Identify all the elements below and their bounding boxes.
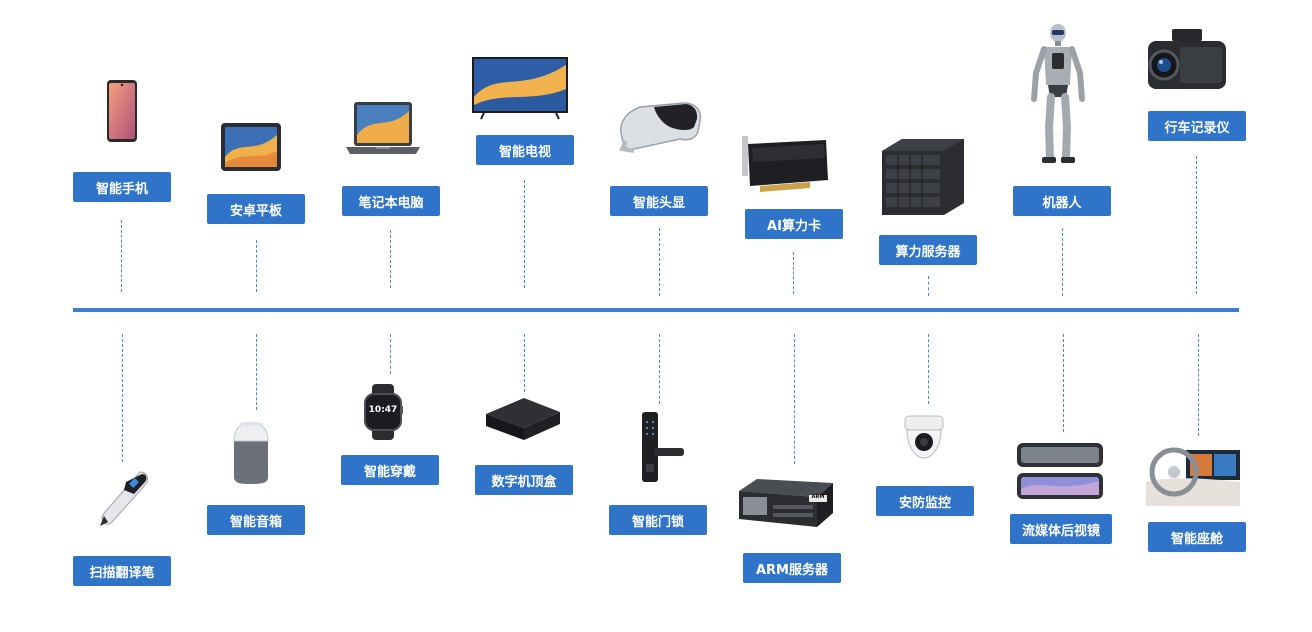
item-label-scan-pen: 扫描翻译笔 <box>73 556 171 586</box>
connector-line <box>1196 156 1197 294</box>
laptop-icon <box>346 102 420 154</box>
connector-line <box>1198 334 1199 436</box>
item-label-door-lock: 智能门锁 <box>609 505 707 535</box>
item-label-arm-server: ARM服务器 <box>743 553 841 583</box>
item-label-smart-cockpit: 智能座舱 <box>1148 522 1246 552</box>
set-top-box-icon <box>486 398 560 440</box>
item-label-rearview-mirror: 流媒体后视镜 <box>1010 514 1112 544</box>
connector-line <box>256 334 257 410</box>
connector-line <box>659 334 660 404</box>
item-label-laptop: 笔记本电脑 <box>342 186 440 216</box>
android-tablet-icon <box>221 123 281 171</box>
compute-server-icon <box>882 139 964 215</box>
connector-line <box>1063 334 1064 432</box>
connector-line <box>793 252 794 294</box>
connector-line <box>122 334 123 462</box>
connector-line <box>390 334 391 374</box>
dashcam-icon <box>1148 29 1226 89</box>
connector-line <box>928 334 929 404</box>
watch-time-text: 10:47 <box>368 405 398 415</box>
ai-accelerator-card-icon <box>742 136 828 192</box>
timeline-axis <box>73 308 1239 312</box>
server-brand-text: ARM <box>811 494 825 500</box>
vr-headset-icon <box>619 102 702 153</box>
item-label-smartphone: 智能手机 <box>73 172 171 202</box>
item-label-vr-headset: 智能头显 <box>610 186 708 216</box>
connector-line <box>659 228 660 296</box>
connector-line <box>121 220 122 292</box>
smartphone-icon <box>107 80 137 142</box>
item-label-smart-speaker: 智能音箱 <box>207 505 305 535</box>
connector-line <box>1062 228 1063 296</box>
connector-line <box>390 230 391 288</box>
streaming-rearview-mirror-icon <box>1017 443 1103 499</box>
connector-line <box>794 334 795 464</box>
item-label-smartwatch: 智能穿戴 <box>341 455 439 485</box>
smart-tv-icon <box>472 57 568 120</box>
connector-line <box>928 276 929 296</box>
item-label-set-top-box: 数字机顶盒 <box>475 465 573 495</box>
connector-line <box>524 334 525 392</box>
item-label-ai-card: AI算力卡 <box>745 209 843 239</box>
humanoid-robot-icon <box>1031 24 1085 163</box>
smart-speaker-icon <box>233 422 269 484</box>
item-label-android-tablet: 安卓平板 <box>207 194 305 224</box>
smart-door-lock-icon <box>642 412 684 482</box>
item-label-compute-server: 算力服务器 <box>879 235 977 265</box>
smartwatch-icon: 10:47 <box>362 384 404 440</box>
smart-cockpit-icon <box>1146 447 1240 506</box>
item-label-dashcam: 行车记录仪 <box>1148 111 1246 141</box>
item-label-robot: 机器人 <box>1013 186 1111 216</box>
connector-line <box>256 240 257 292</box>
scan-translator-pen-icon <box>100 471 149 526</box>
item-label-security-camera: 安防监控 <box>876 486 974 516</box>
connector-line <box>524 180 525 288</box>
arm-server-icon: ARM <box>737 475 835 531</box>
item-label-smart-tv: 智能电视 <box>476 135 574 165</box>
security-camera-icon <box>904 415 944 459</box>
